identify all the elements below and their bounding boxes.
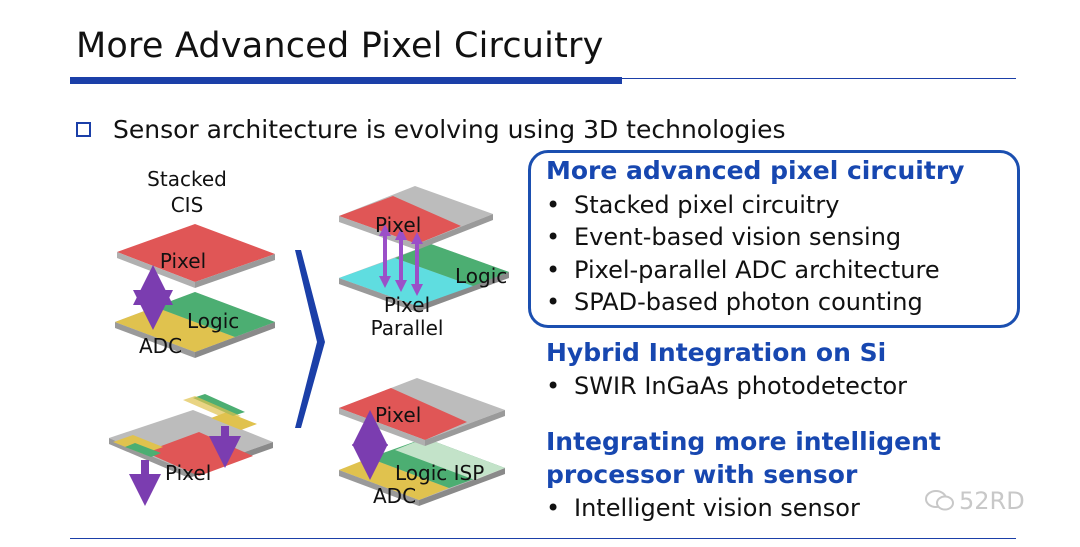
watermark: 52RD [925, 487, 1025, 515]
list-item: •Pixel-parallel ADC architecture [546, 256, 940, 284]
slide-title: More Advanced Pixel Circuitry [76, 26, 604, 66]
d1-logic-label: Logic [187, 309, 239, 333]
main-bullet: Sensor architecture is evolving using 3D… [76, 115, 786, 144]
highlight-panel [528, 150, 1020, 328]
d4-logic-isp-label: Logic ISP [395, 461, 484, 485]
d4-adc-label: ADC [373, 484, 416, 508]
d4-pixel-label: Pixel [375, 403, 421, 427]
bottom-rule [70, 538, 1016, 539]
watermark-text: 52RD [959, 487, 1025, 515]
heading-intelligent-processor-1: Integrating more intelligent [546, 427, 941, 456]
logic-isp-diagram: Pixel Logic ISP ADC [339, 378, 505, 508]
pixel-parallel-diagram: Pixel Logic Pixel Parallel [339, 186, 509, 340]
title-underline-bar [70, 77, 622, 84]
list-item: •Stacked pixel circuitry [546, 191, 840, 219]
d2-pixel-parallel-label-1: Pixel [384, 293, 430, 317]
d1-pixel-label: Pixel [160, 249, 206, 273]
stacked-label-line1: Stacked [147, 167, 227, 191]
d3-pixel-label: Pixel [165, 461, 211, 485]
list-item: •SWIR InGaAs photodetector [546, 372, 908, 400]
list-item: •Intelligent vision sensor [546, 494, 860, 522]
heading-intelligent-processor-2: processor with sensor [546, 460, 858, 489]
architecture-diagram: Stacked CIS Pixel Logic ADC Pixel [109, 167, 509, 508]
d1-adc-label: ADC [139, 334, 182, 358]
heading-hybrid-integration: Hybrid Integration on Si [546, 338, 887, 367]
square-bullet-icon [76, 122, 91, 137]
stacked-cis-diagram: Pixel Logic ADC [115, 224, 275, 358]
stacked-label-line2: CIS [171, 193, 204, 217]
main-bullet-text: Sensor architecture is evolving using 3D… [113, 115, 786, 144]
transition-arrow-icon [295, 250, 325, 428]
title-underline-line [622, 78, 1016, 79]
d2-pixel-label: Pixel [375, 213, 421, 237]
list-item: •SPAD-based photon counting [546, 288, 923, 316]
heading-advanced-circuitry: More advanced pixel circuitry [546, 156, 965, 185]
d2-pixel-parallel-label-2: Parallel [371, 316, 444, 340]
chat-bubble-icon [925, 490, 954, 511]
lateral-pixel-diagram: Pixel [109, 394, 273, 506]
d2-logic-label: Logic [455, 264, 507, 288]
list-item: •Event-based vision sensing [546, 223, 902, 251]
